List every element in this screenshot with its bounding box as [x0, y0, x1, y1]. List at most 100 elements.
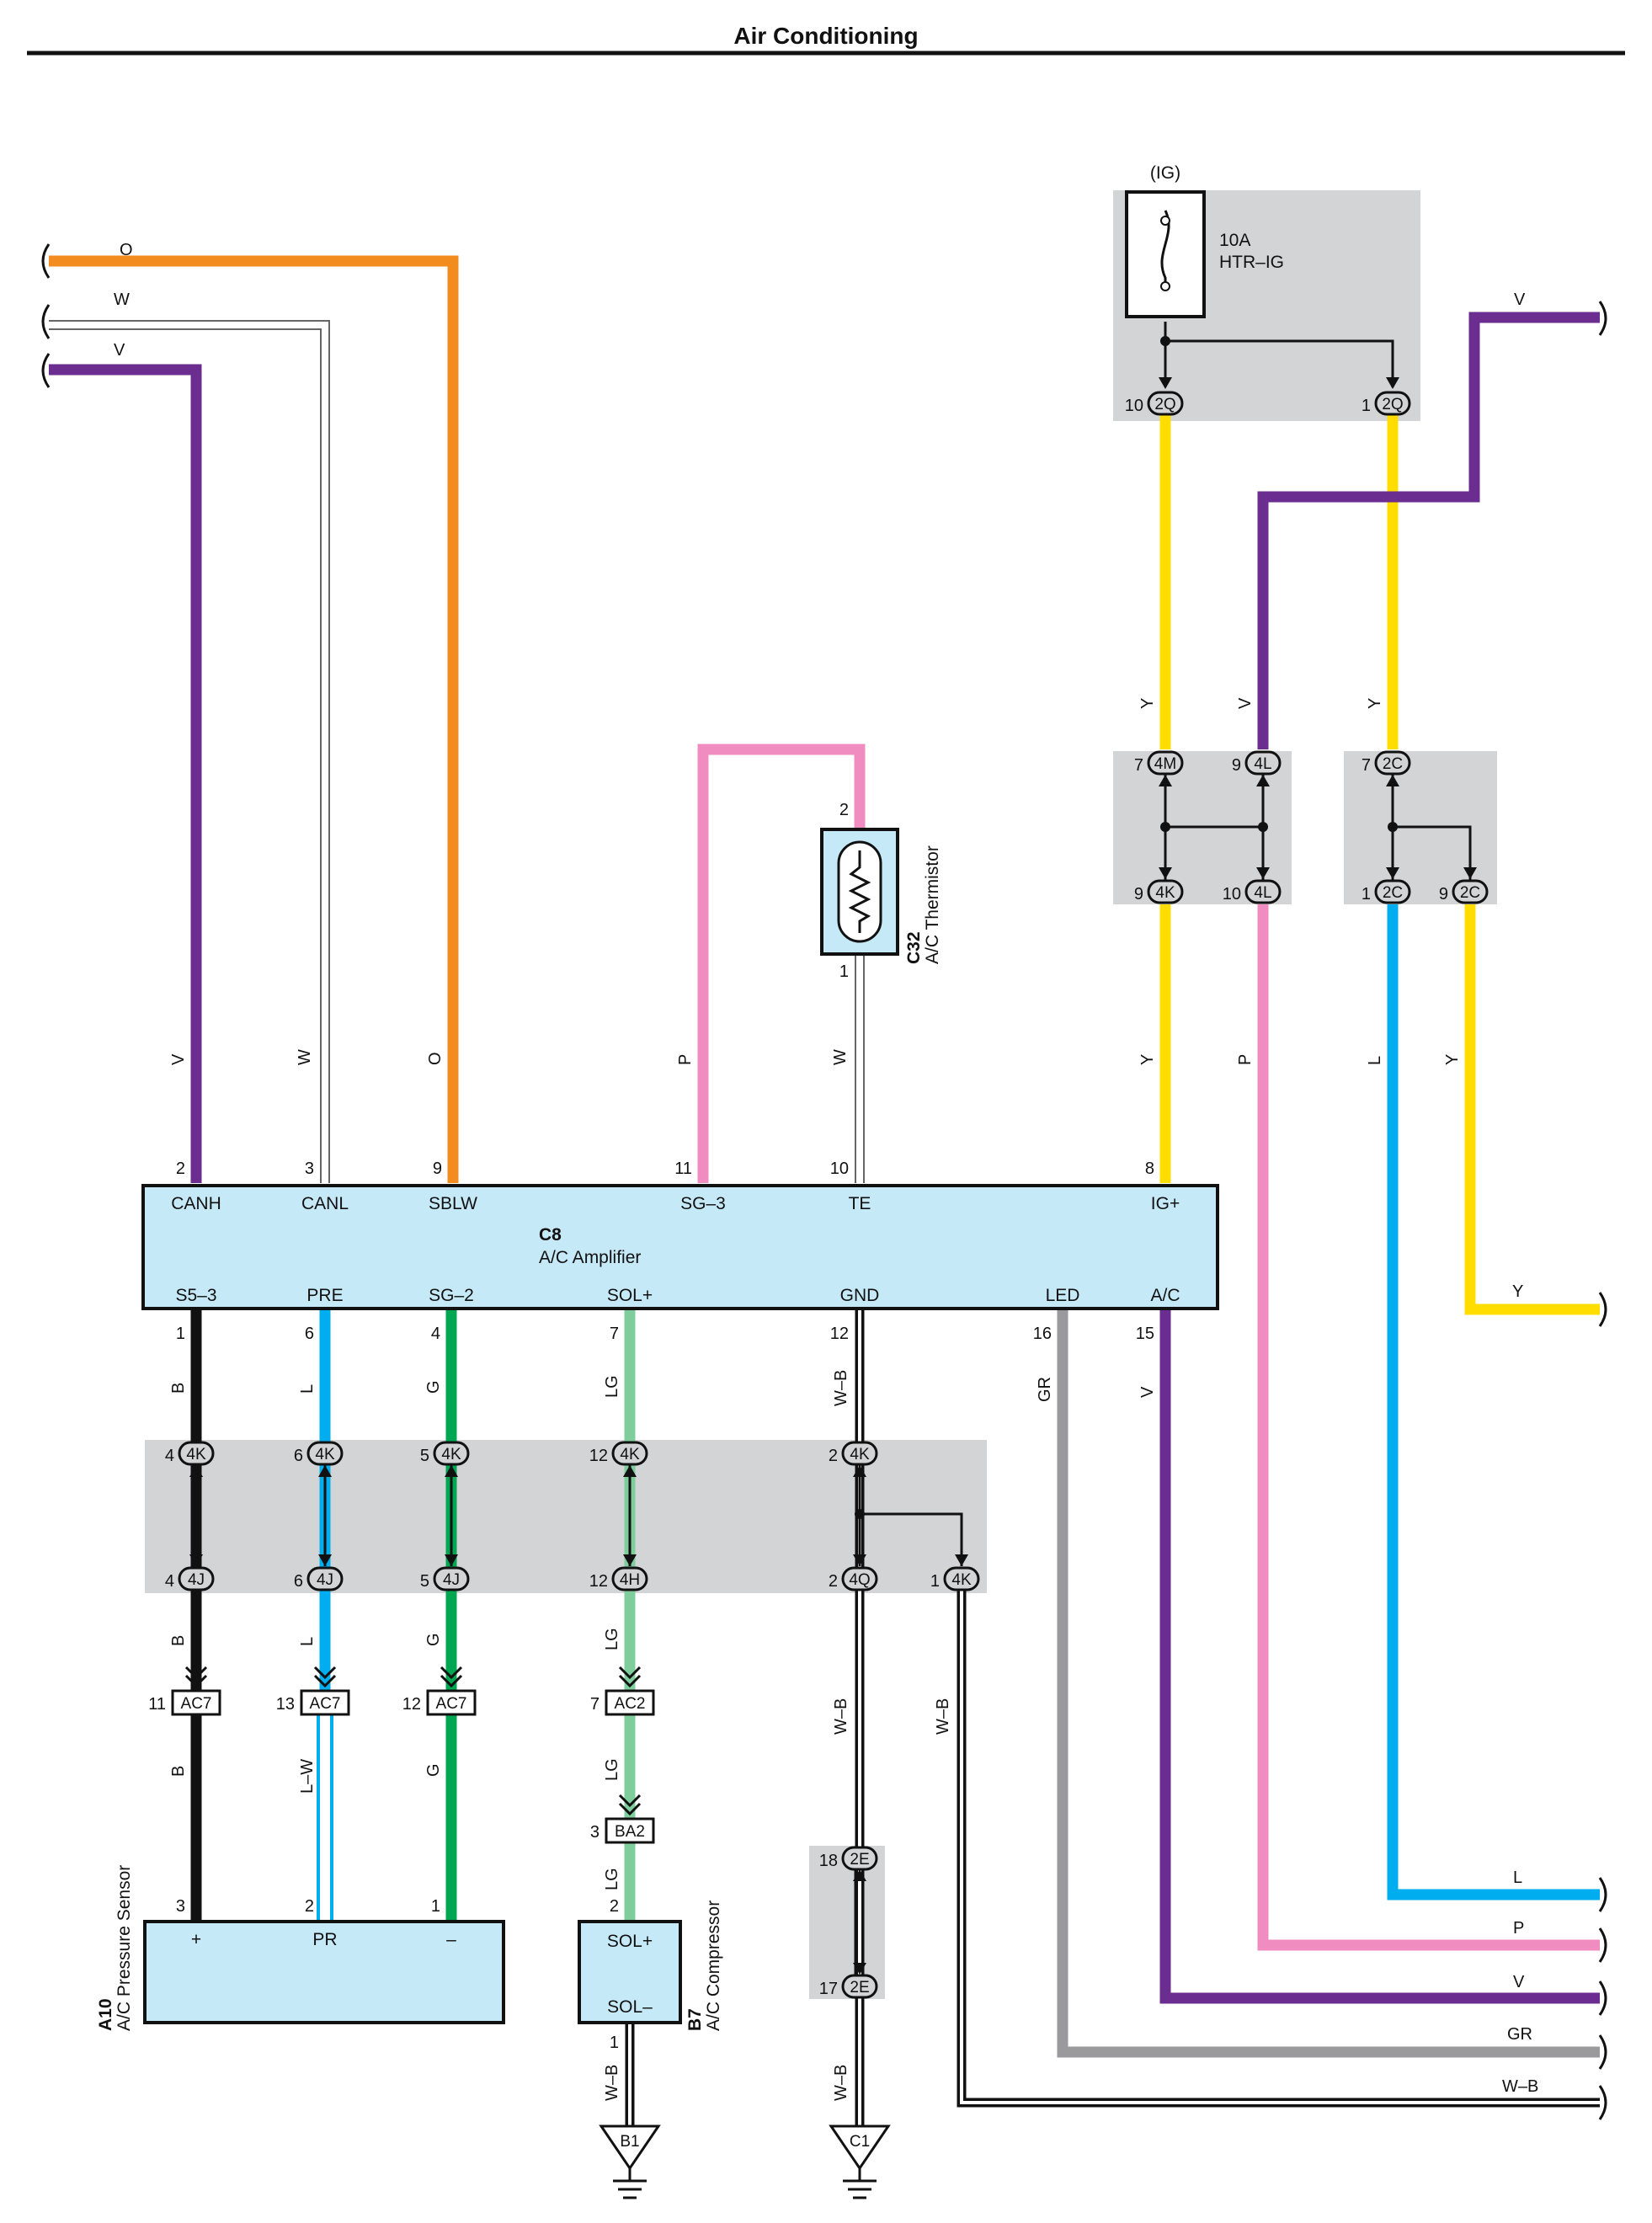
conn-4h: 4H [620, 1571, 640, 1589]
wire-l-right [1387, 904, 1600, 1900]
svg-text:9: 9 [1439, 885, 1448, 904]
pin-canl: 3 [305, 1159, 314, 1178]
svg-text:W–B: W–B [832, 1698, 850, 1735]
wire-w-b-right [957, 1583, 1600, 2108]
wire-p-sg3 [697, 744, 866, 1183]
terminal-led: LED [1046, 1286, 1080, 1305]
connector-tags: 2Q 10 2Q 1 4M 7 4L 9 4K 9 4L 10 2C 7 2C … [165, 391, 1489, 1999]
conn-4j-3: 4J [443, 1571, 460, 1589]
conn-ac7-3: AC7 [436, 1695, 467, 1713]
terminal-canh: CANH [171, 1194, 221, 1213]
wire-gr [1057, 1309, 1600, 2058]
thermistor-pin-bottom: 1 [839, 962, 849, 981]
chevron-arrows [184, 1666, 642, 1816]
amplifier-body [141, 1184, 1219, 1310]
conn-4k-3: 4K [441, 1446, 461, 1463]
svg-text:Y: Y [1138, 698, 1157, 709]
svg-text:G: G [424, 1380, 443, 1394]
svg-text:LG: LG [603, 1758, 621, 1781]
wire-labels: O W V V Y L P V GR W–B [114, 241, 1538, 2096]
fuse-junction-dot [1160, 336, 1170, 346]
conn-4k-5: 4K [850, 1446, 870, 1463]
page-title: Air Conditioning [733, 23, 918, 49]
fuse-rating: 10A [1219, 231, 1250, 250]
conn-4l-b: 4L [1254, 884, 1271, 902]
svg-text:L: L [1366, 1056, 1384, 1065]
svg-text:V: V [1513, 1973, 1525, 1991]
ps-pin-3: 3 [176, 1897, 185, 1916]
ps-pin-2: 2 [305, 1897, 314, 1916]
svg-text:Y: Y [1512, 1282, 1523, 1301]
svg-text:W–B: W–B [832, 2065, 850, 2101]
thermistor-icon [848, 850, 871, 933]
svg-text:5: 5 [420, 1572, 429, 1591]
conn-4j-2: 4J [317, 1571, 333, 1589]
pin-canh: 2 [176, 1159, 185, 1178]
svg-text:G: G [424, 1633, 443, 1646]
fuse-wiring [1164, 322, 1394, 387]
pin-sg3: 11 [674, 1159, 692, 1178]
svg-text:11: 11 [148, 1695, 166, 1714]
svg-text:Y: Y [1366, 698, 1384, 709]
terminal-sg2: SG–2 [429, 1286, 474, 1305]
conn-2e-b: 2E [850, 1979, 869, 1996]
ground-c1-label: C1 [850, 2133, 870, 2151]
wire-v-ac [1159, 1309, 1600, 2004]
junction-block-ground [809, 1846, 885, 1999]
conn-ac7-2: AC7 [310, 1695, 341, 1713]
pin-led: 16 [1033, 1325, 1052, 1343]
pin-te: 10 [830, 1159, 849, 1178]
svg-text:18: 18 [819, 1852, 838, 1870]
svg-text:4: 4 [165, 1447, 174, 1465]
ps-terminal-pr: PR [312, 1930, 337, 1949]
wire-w-te [855, 953, 865, 1183]
ps-terminal-plus: + [191, 1930, 201, 1949]
svg-text:GR: GR [1036, 1377, 1054, 1402]
svg-text:13: 13 [276, 1695, 295, 1714]
svg-text:B: B [169, 1635, 188, 1646]
svg-text:9: 9 [1134, 885, 1143, 904]
ps-terminal-minus: – [446, 1930, 456, 1949]
svg-text:P: P [676, 1054, 695, 1065]
ground-c1: C1 [829, 2124, 891, 2199]
wire-l-w [317, 1709, 333, 1920]
ground-b1-label: B1 [620, 2133, 639, 2151]
compressor-body [578, 1920, 682, 2024]
conn-2q-a: 2Q [1154, 396, 1175, 413]
ground-b1: B1 [599, 2124, 661, 2199]
svg-text:W–B: W–B [832, 1370, 850, 1406]
svg-text:7: 7 [1134, 756, 1143, 775]
svg-text:4: 4 [165, 1572, 174, 1591]
wire-gnd-branch [860, 1512, 963, 1566]
svg-text:1: 1 [930, 1572, 940, 1591]
conn-4k-4: 4K [620, 1446, 640, 1463]
svg-text:10: 10 [1125, 397, 1143, 415]
thermistor-c32: 2 1 C32 A/C Thermistor [820, 801, 942, 981]
compressor-b7: SOL+ SOL– 2 1 B7 A/C Compressor [578, 1897, 723, 2052]
pin-ac: 15 [1136, 1325, 1154, 1343]
fuse-power-label: (IG) [1150, 163, 1180, 183]
terminal-canl: CANL [301, 1194, 349, 1213]
svg-text:G: G [424, 1763, 443, 1777]
svg-text:2: 2 [829, 1447, 838, 1465]
wire-labels-vertical: V W O P W Y Y V Y P L Y B B B L L L–W G … [169, 697, 1462, 2101]
svg-text:W–B: W–B [1502, 2077, 1538, 2096]
amplifier-code: C8 [539, 1225, 562, 1245]
compressor-code: B7 [685, 2008, 705, 2031]
conn-4k-2: 4K [315, 1446, 335, 1463]
wire-p-right [1257, 904, 1600, 1951]
pin-pre: 6 [305, 1325, 314, 1343]
svg-text:5: 5 [420, 1447, 429, 1465]
svg-text:W: W [296, 1049, 314, 1065]
terminal-sblw: SBLW [429, 1194, 477, 1213]
svg-text:V: V [114, 341, 125, 360]
amplifier-c8: C8 A/C Amplifier CANH CANL SBLW SG–3 TE … [141, 1159, 1219, 1343]
pin-sblw: 9 [433, 1159, 442, 1178]
terminal-te: TE [849, 1194, 871, 1213]
conn-4q: 4Q [849, 1571, 870, 1589]
junction-lower-wiring [195, 1465, 861, 1975]
svg-text:9: 9 [1232, 756, 1241, 775]
junction-block-lower [145, 1440, 987, 1593]
terminal-gnd: GND [840, 1286, 880, 1305]
connector-arrows [189, 377, 1477, 1975]
